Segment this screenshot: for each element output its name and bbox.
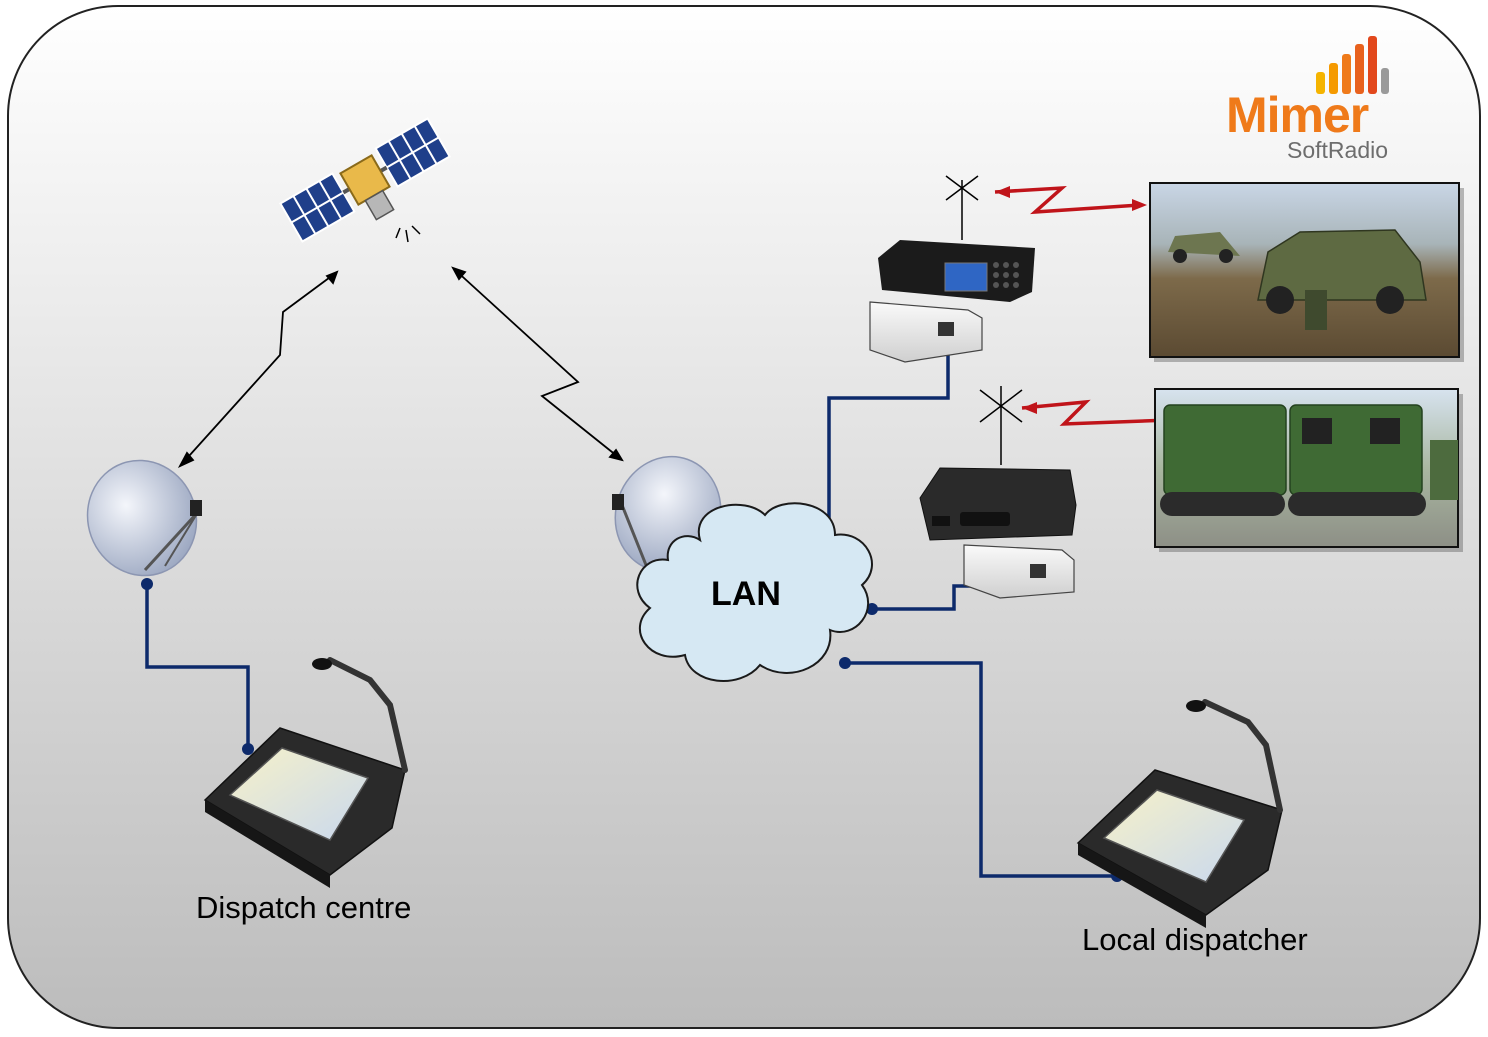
lan-label: LAN <box>711 575 781 613</box>
satellite-link-left <box>177 270 339 468</box>
logo-product: SoftRadio <box>1287 137 1389 163</box>
base-radio-icon <box>919 386 1077 541</box>
radio-interface-box-icon <box>963 544 1075 599</box>
line-lan-to-mobile-radio <box>827 343 950 553</box>
local-dispatcher-label: Local dispatcher <box>1082 922 1308 957</box>
dispatch-console-icon <box>203 657 408 888</box>
satellite-link-right <box>451 266 624 462</box>
satellite-dish-icon <box>86 459 202 577</box>
dispatch-centre-label: Dispatch centre <box>196 890 412 925</box>
mimer-logo-bars-icon <box>1316 36 1389 94</box>
military-vehicle-photo <box>1149 182 1464 362</box>
mobile-radio-icon <box>878 175 1035 302</box>
tracked-vehicle-photo <box>1154 388 1463 552</box>
satellite-icon <box>279 117 451 243</box>
radio-interface-box-icon <box>869 301 983 363</box>
dispatch-console-icon <box>1076 699 1283 928</box>
lan-cloud-icon <box>636 502 873 682</box>
line-dish-to-dispatch <box>145 584 250 749</box>
radio-link-top <box>994 185 1147 215</box>
line-lan-to-local-dispatcher <box>845 661 1117 878</box>
logo-brand: Mimer <box>1226 87 1369 143</box>
